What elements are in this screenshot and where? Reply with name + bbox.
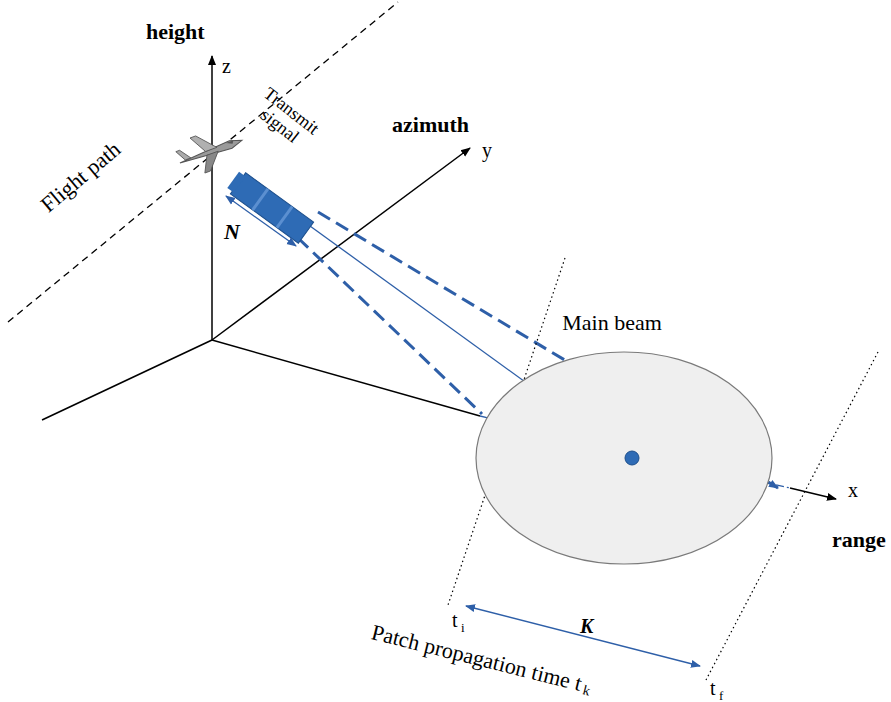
time-label: t	[710, 678, 716, 698]
axis-letter: z	[222, 56, 231, 76]
beam-edge	[298, 238, 482, 414]
axis-letter: y	[482, 140, 492, 160]
axis-title: range	[832, 529, 886, 551]
flight-path-line	[8, 2, 398, 322]
x-axis	[212, 340, 480, 416]
dimension-label: K	[580, 616, 593, 636]
airplane	[173, 122, 248, 180]
z-axis	[211, 56, 213, 340]
ellipse-outline	[470, 312, 774, 566]
dimension-label: N	[224, 221, 240, 243]
node-heading: Main beam	[562, 312, 662, 334]
time-subscript: i	[461, 621, 465, 634]
time-subscript: k	[581, 683, 591, 698]
x-axis-end	[790, 488, 836, 499]
signal-label: Transmit signal	[242, 79, 328, 158]
time-label: t	[452, 610, 458, 630]
flight-path-label: Flight path	[37, 138, 125, 217]
time-subscript: f	[719, 689, 723, 702]
axis-title: height	[146, 21, 205, 43]
patch-time-label: Patch propagation time t	[369, 621, 584, 695]
main-beam-ellipse: Main beam	[470, 312, 774, 566]
axis-letter: x	[848, 480, 858, 500]
y-axis-back	[42, 340, 212, 420]
y-axis	[212, 148, 470, 340]
axis-title: azimuth	[392, 114, 469, 136]
